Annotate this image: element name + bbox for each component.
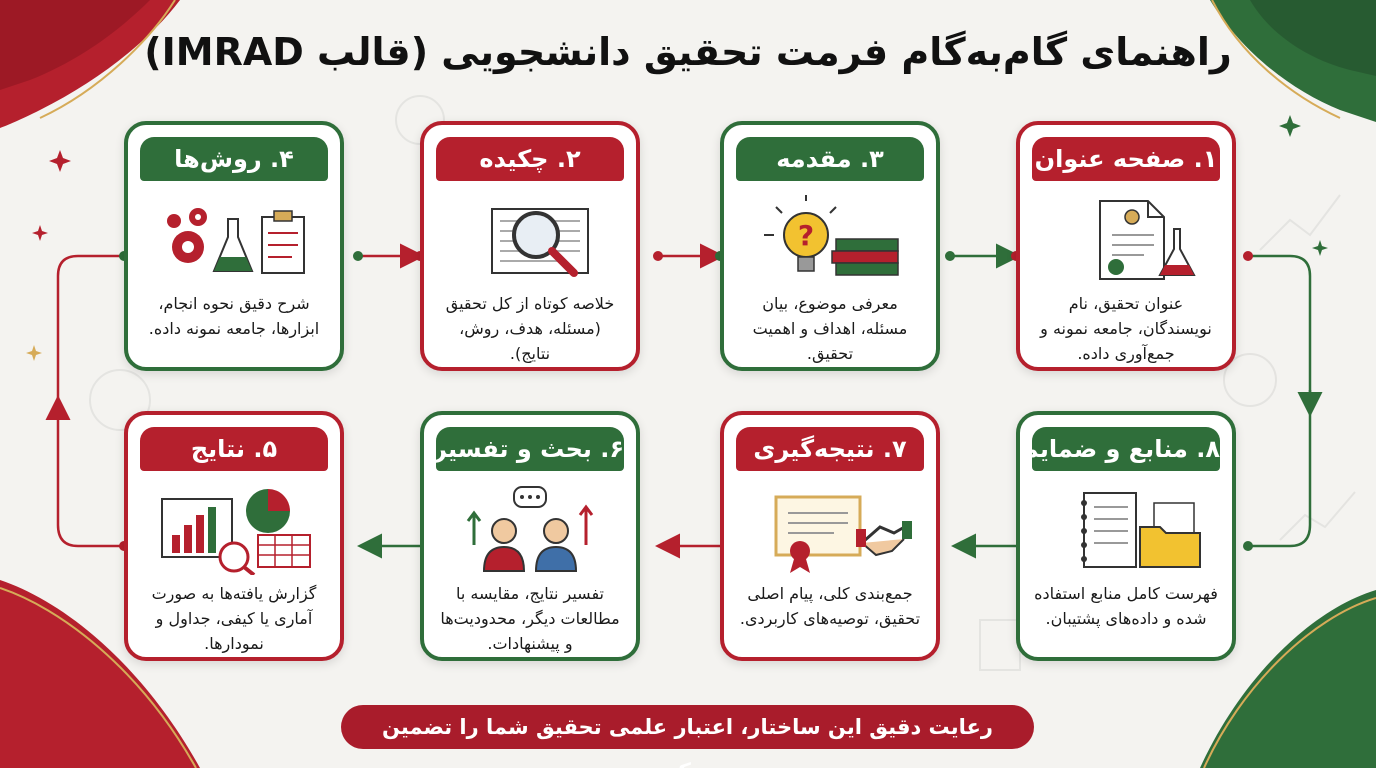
step-description: شرح دقیق نحوه انجام، ابزارها، جامعه نمون… bbox=[148, 294, 320, 338]
certificate-handshake-icon bbox=[774, 495, 912, 573]
step-heading: ۷. نتیجه‌گیری bbox=[736, 427, 924, 471]
step-description: خلاصه کوتاه از کل تحقیق (مسئله، هدف، روش… bbox=[445, 294, 615, 363]
step-heading: ۱. صفحه عنوان bbox=[1032, 137, 1220, 181]
discussion-people-icon bbox=[466, 486, 594, 572]
arrow-step2-to-step4 bbox=[353, 243, 425, 269]
step-description: تفسیر نتایج، مقایسه با مطالعات دیگر، محد… bbox=[440, 584, 620, 653]
document-flask-icon bbox=[1099, 200, 1196, 280]
footer-banner: رعایت دقیق این ساختار، اعتبار علمی تحقیق… bbox=[341, 705, 1034, 768]
step-card-conclusion: ۷. نتیجه‌گیری جمع‌بندی کلی، پیام اصلی تح… bbox=[720, 411, 940, 661]
arrow-step1-to-step3 bbox=[945, 243, 1021, 269]
step-card-introduction: ۳. مقدمه ? معرفی موضوع، بیان مسئله، اهدا… bbox=[720, 121, 940, 371]
step-card-methods: ۴. روش‌ها شرح دقیق نحوه انجام، ابزارها، … bbox=[124, 121, 344, 371]
notebook-folder-icon bbox=[1081, 492, 1201, 568]
step-heading: ۲. چکیده bbox=[436, 137, 624, 181]
arrow-step1-to-step8 bbox=[1243, 251, 1323, 551]
lightbulb-books-icon: ? bbox=[764, 195, 899, 276]
gears-flask-clipboard-icon bbox=[167, 208, 305, 274]
step-description: عنوان تحقیق، نام نویسندگان، جامعه نمونه … bbox=[1040, 294, 1212, 363]
step-card-abstract: ۲. چکیده خلاصه کوتاه از کل تحقیق (مسئله،… bbox=[420, 121, 640, 371]
step-card-results: ۵. نتایج گزارش یافته‌ها به صورت آماری یا… bbox=[124, 411, 344, 661]
step-card-discussion: ۶. بحث و تفسیر تفسیر نتایج، مقایسه با مط… bbox=[420, 411, 640, 661]
step-heading: ۳. مقدمه bbox=[736, 137, 924, 181]
charts-table-icon bbox=[161, 489, 311, 575]
arrow-step4-to-step5 bbox=[45, 251, 129, 551]
magnifier-document-icon bbox=[491, 208, 589, 277]
step-heading: ۴. روش‌ها bbox=[140, 137, 328, 181]
step-heading: ۶. بحث و تفسیر bbox=[433, 427, 624, 471]
step-heading: ۸. منابع و ضمایم bbox=[1021, 427, 1220, 471]
step-card-references: ۸. منابع و ضمایم فهرست کامل منابع استفاد… bbox=[1016, 411, 1236, 661]
step-description: فهرست کامل منابع استفاده شده و داده‌های … bbox=[1034, 584, 1218, 628]
page-title: راهنمای گام‌به‌گام فرمت تحقیق دانشجویی (… bbox=[144, 30, 1232, 74]
step-description: معرفی موضوع، بیان مسئله، اهداف و اهمیت ت… bbox=[752, 294, 908, 363]
step-card-title-page: ۱. صفحه عنوان عنوان تحقیق، نام نویسندگان… bbox=[1016, 121, 1236, 371]
step-heading: ۵. نتایج bbox=[140, 427, 328, 471]
svg-text:?: ? bbox=[798, 219, 814, 252]
step-description: گزارش یافته‌ها به صورت آماری یا کیفی، جد… bbox=[151, 584, 317, 653]
step-description: جمع‌بندی کلی، پیام اصلی تحقیق، توصیه‌های… bbox=[739, 584, 921, 628]
arrow-step3-to-step2 bbox=[653, 243, 725, 269]
